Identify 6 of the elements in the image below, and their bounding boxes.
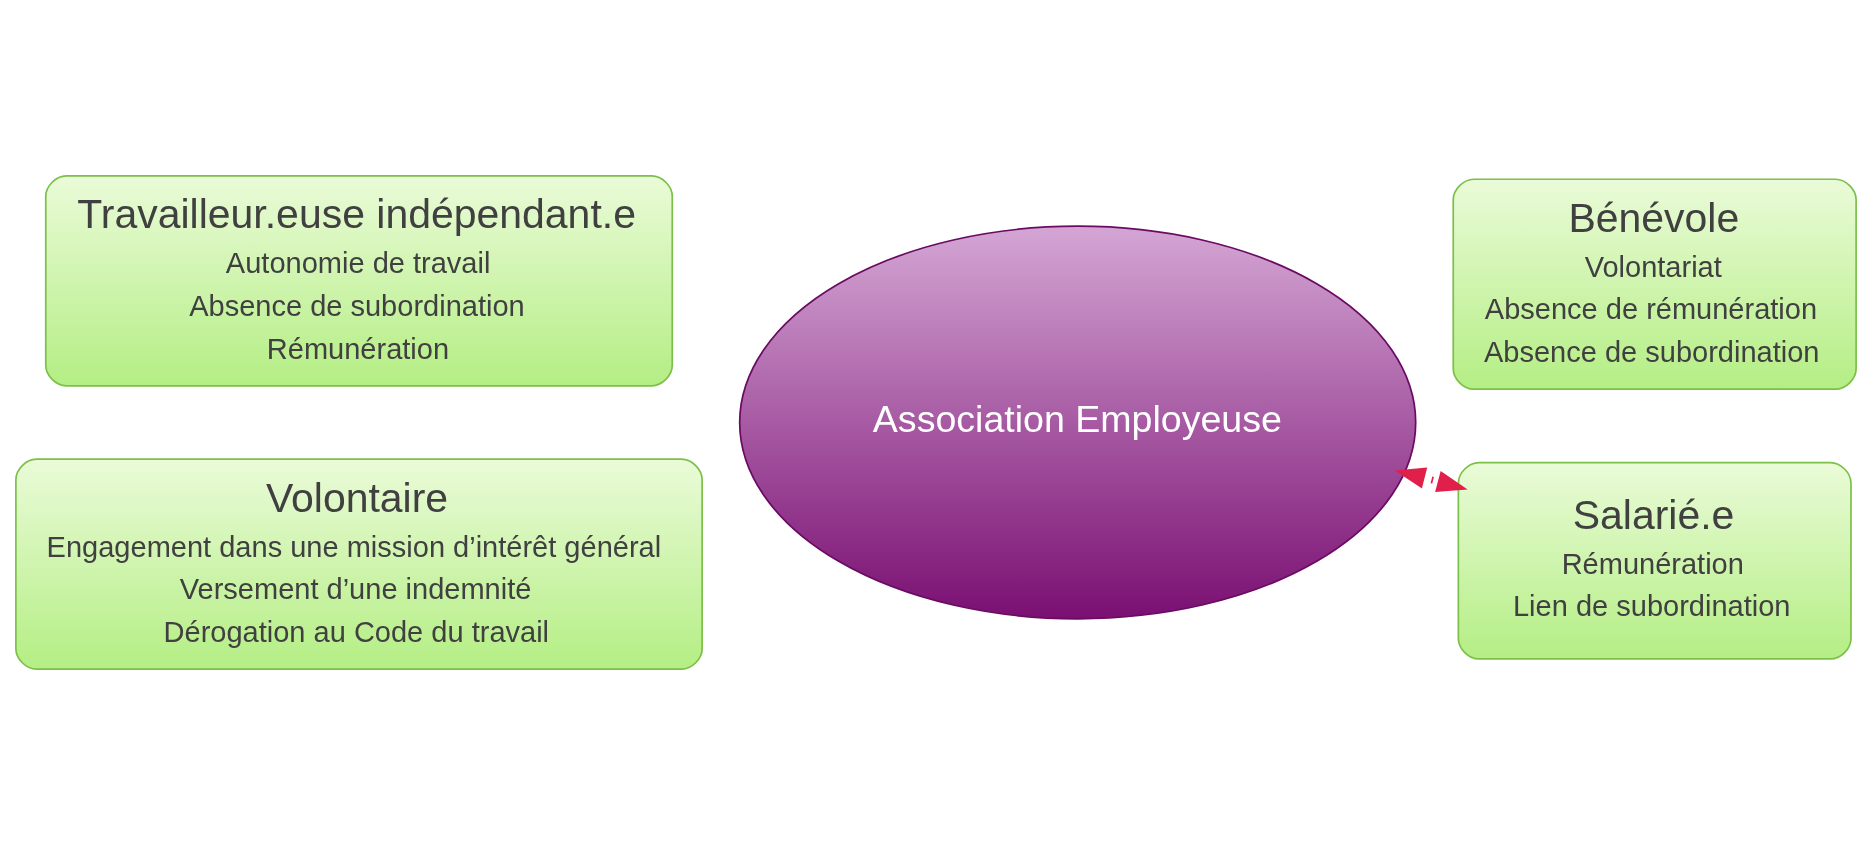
node-box: Travailleur.euse indépendant.e Autonomie de travail Absence de subordination Rémunération xyxy=(44,174,674,387)
node-ellipse: Association Employeuse xyxy=(738,224,1417,620)
node-box: Bénévole Volontariat Absence de rémunération Absence de subordination xyxy=(1452,177,1857,390)
node-box: Volontaire Engagement dans une mission d’intérêt général Versement d’une indemnité Dérogation au Code du travail xyxy=(15,457,703,670)
arrow xyxy=(1394,467,1468,492)
node-box: Salarié.e Rémunération Lien de subordination xyxy=(1457,461,1852,660)
